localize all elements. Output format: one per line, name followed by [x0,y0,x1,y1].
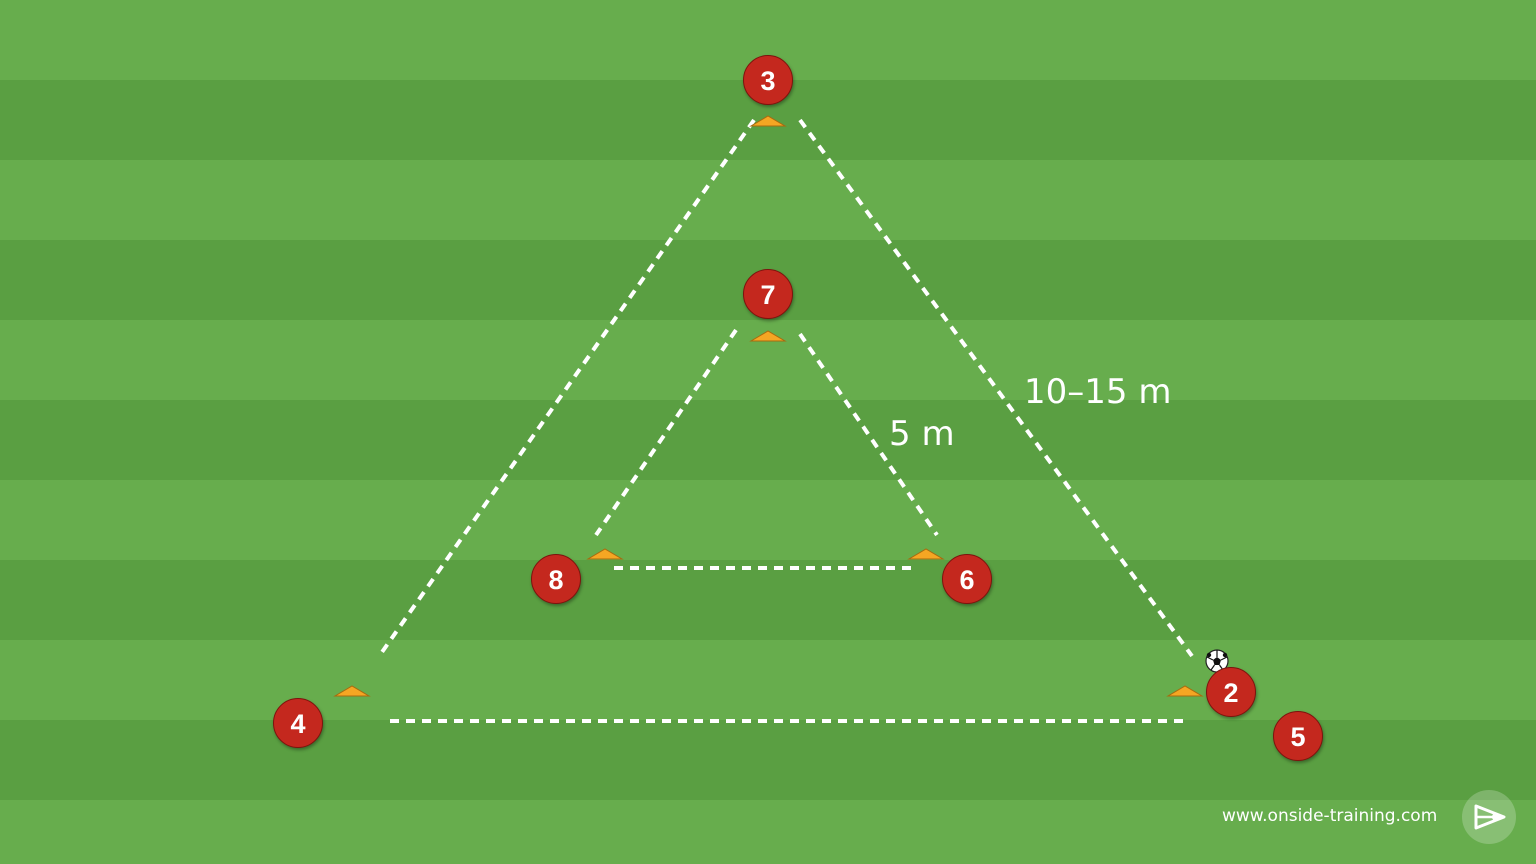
player-2: 2 [1206,667,1256,717]
inner-left-line [594,328,738,537]
inner-triangle [594,328,939,570]
outer-triangle [378,118,1194,723]
cone-icon [586,548,624,560]
outer-distance-label: 10–15 m [1024,372,1172,412]
cone-icon [749,115,787,127]
onside-logo-icon [1462,790,1516,844]
outer-left-line [378,118,756,657]
watermark-url: www.onside-training.com [1222,806,1438,826]
player-7: 7 [743,269,793,319]
player-8: 8 [531,554,581,604]
player-3: 3 [743,55,793,105]
player-6: 6 [942,554,992,604]
inner-right-line [798,332,939,537]
cone-icon [333,685,371,697]
cone-icon [1166,685,1204,697]
player-4: 4 [273,698,323,748]
ball-icon [1205,649,1229,673]
player-5: 5 [1273,711,1323,761]
cones [333,115,1204,697]
inner-distance-label: 5 m [889,414,955,454]
cone-icon [749,330,787,342]
cone-icon [907,548,945,560]
